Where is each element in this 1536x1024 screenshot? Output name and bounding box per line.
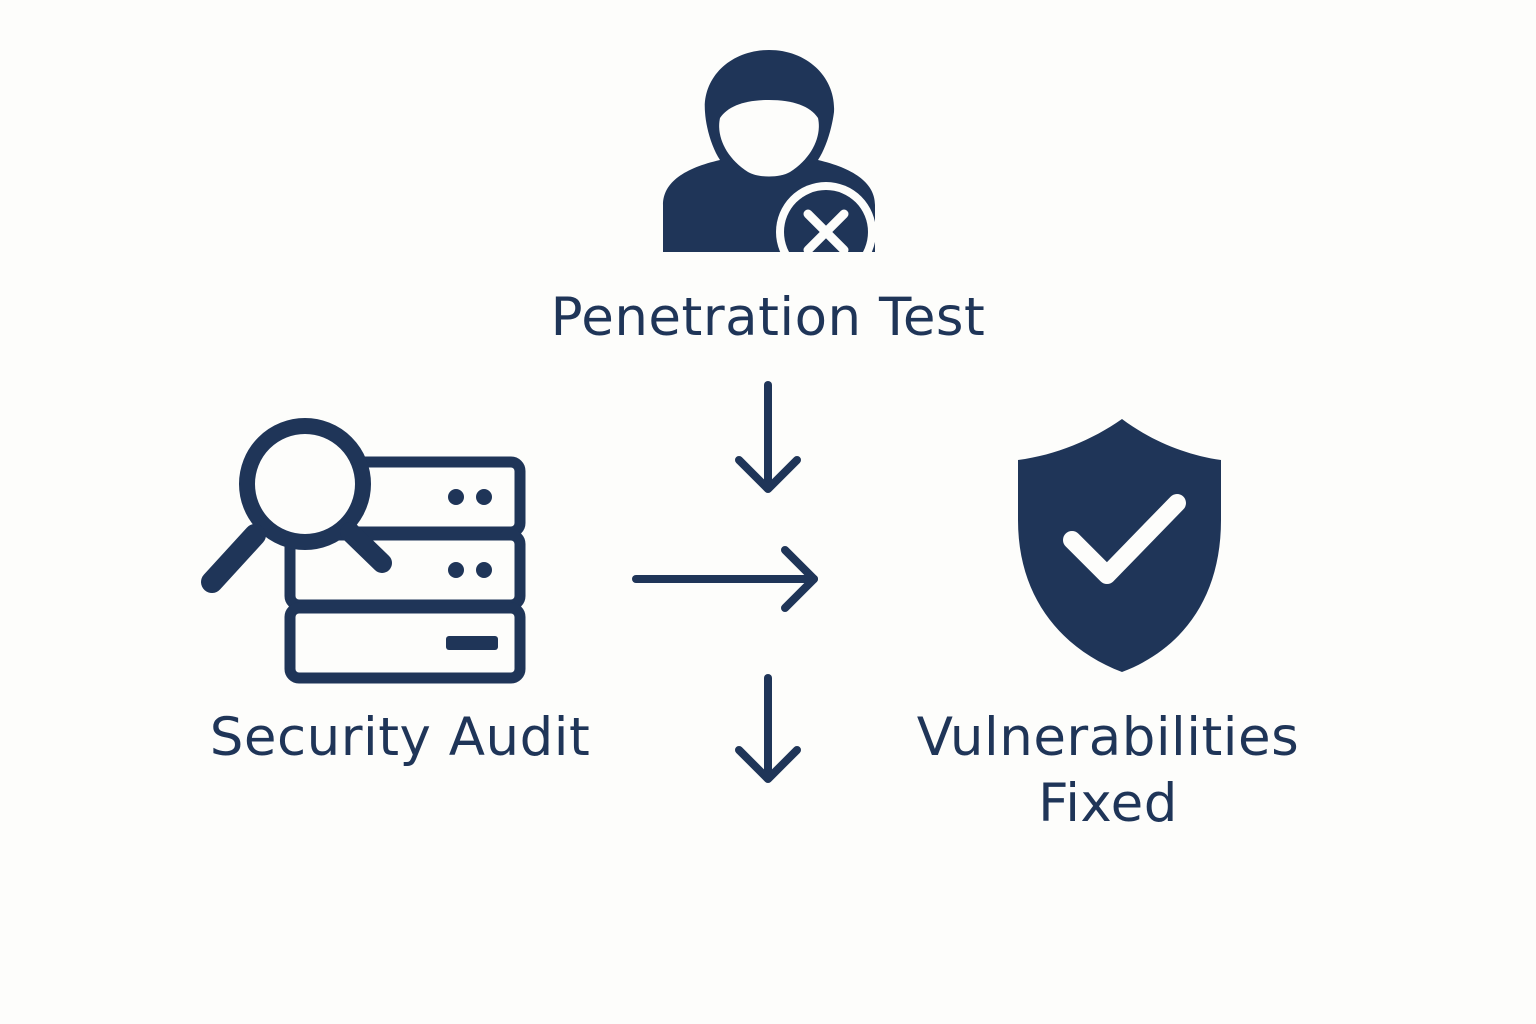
arrow-down-bottom — [735, 674, 801, 783]
server-magnifier-icon — [201, 418, 526, 684]
vulnerabilities-fixed-line2: Fixed — [1038, 773, 1178, 834]
arrow-right — [632, 546, 818, 612]
hooded-hacker-icon — [663, 50, 880, 302]
penetration-test-label: Penetration Test — [550, 287, 986, 348]
security-audit-label: Security Audit — [209, 707, 591, 768]
vulnerabilities-fixed-line1: Vulnerabilities — [916, 707, 1300, 768]
arrow-down-top — [735, 381, 801, 493]
check-icon — [1063, 494, 1186, 584]
shield-check-icon — [1018, 419, 1221, 672]
vulnerabilities-fixed-label: Vulnerabilities Fixed — [858, 705, 1358, 837]
